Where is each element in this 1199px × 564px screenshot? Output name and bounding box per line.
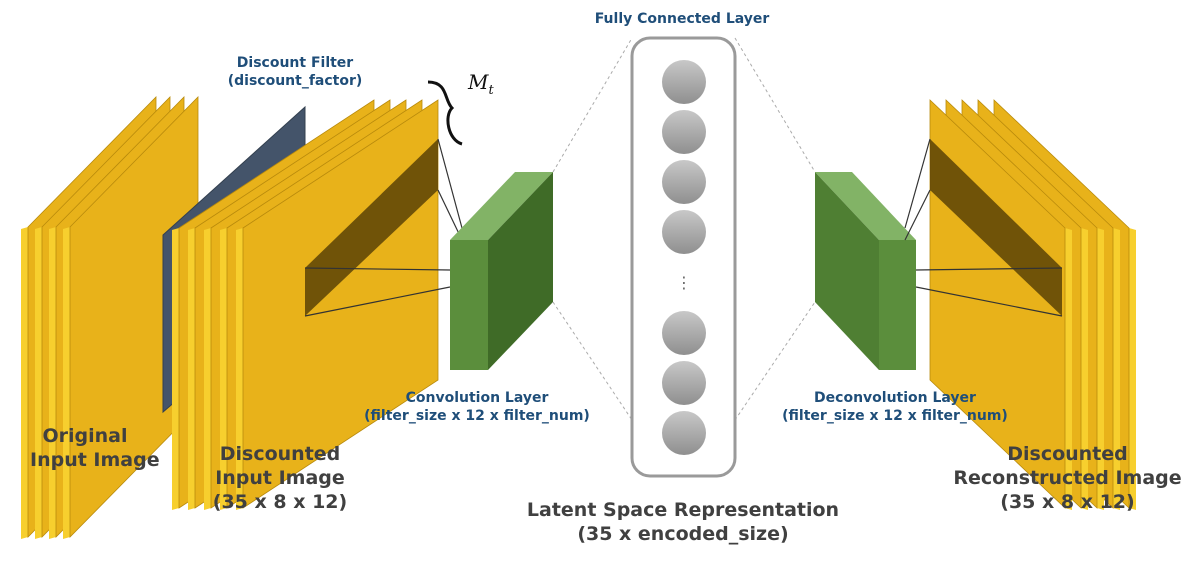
fc-node	[662, 361, 706, 405]
convolution-layer-label: Convolution Layer(filter_size x 12 x fil…	[364, 390, 590, 424]
deconvolution-layer-block-icon	[815, 172, 916, 370]
fc-node	[662, 210, 706, 254]
convolution-layer-block-icon	[450, 172, 553, 370]
fc-node	[662, 411, 706, 455]
deconvolution-layer-label: Deconvolution Layer(filter_size x 12 x f…	[782, 390, 1008, 424]
fully-connected-label: Fully Connected Layer	[594, 11, 770, 27]
receptive-field-band	[305, 139, 438, 316]
deconv-to-output-lines	[904, 138, 1063, 317]
conv-to-fc-dashed-lines	[552, 37, 816, 421]
fc-node	[662, 60, 706, 104]
original-slice	[63, 96, 199, 539]
fc-node	[662, 110, 706, 154]
discount-filter-label: Discount Filter(discount_factor)	[227, 55, 363, 89]
reconstructed-receptive-field-band	[930, 139, 1062, 316]
fc-nodes	[662, 60, 706, 455]
input-to-conv-lines	[304, 138, 463, 317]
mt-brace	[427, 80, 463, 146]
fc-node	[662, 160, 706, 204]
fc-node	[662, 311, 706, 355]
fully-connected-layer-box	[630, 36, 737, 478]
reconstructed-image-stack-icon	[929, 99, 1136, 510]
mt-label: Mt	[468, 70, 494, 98]
fc-ellipsis: ⋮	[676, 273, 692, 292]
latent-space-label: Latent Space Representation(35 x encoded…	[526, 499, 840, 545]
